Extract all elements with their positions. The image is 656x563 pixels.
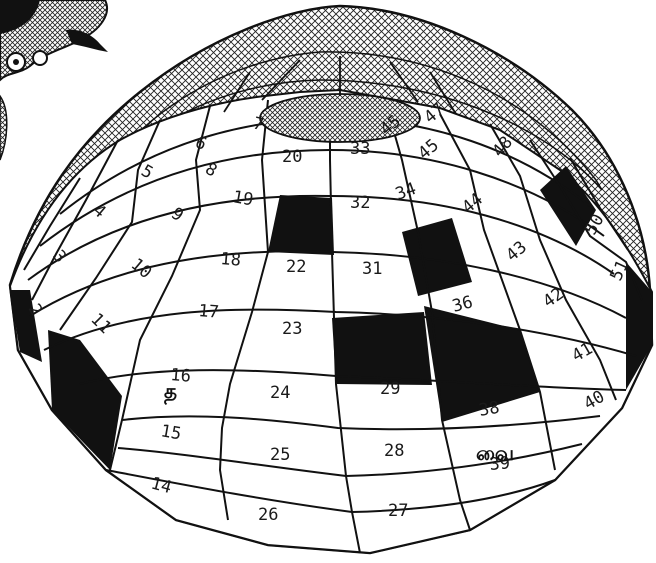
cell-number-20: 20 (282, 147, 302, 167)
cell-number-22: 22 (286, 257, 306, 277)
cell-number-27: 27 (388, 501, 408, 521)
cell-number-38: 38 (477, 398, 501, 421)
cell-number-33: 33 (350, 139, 370, 159)
cell-number-17: 17 (198, 301, 220, 323)
cell-number-15: 15 (159, 421, 183, 444)
cell-number-18: 18 (220, 249, 242, 271)
cell-number-32: 32 (350, 193, 370, 213)
cell-glyph: வை (476, 441, 514, 465)
cell-glyph: த (164, 379, 177, 405)
cell-number-26: 26 (258, 505, 278, 525)
cell-number-28: 28 (384, 441, 404, 461)
cell-number-19: 19 (231, 187, 255, 210)
cell-number-31: 31 (362, 259, 382, 279)
cell-number-23: 23 (282, 319, 302, 339)
cell-number-29: 29 (380, 379, 400, 399)
cell-number-25: 25 (270, 445, 290, 465)
cell-number-24: 24 (270, 383, 290, 403)
blocked-square (332, 312, 432, 385)
